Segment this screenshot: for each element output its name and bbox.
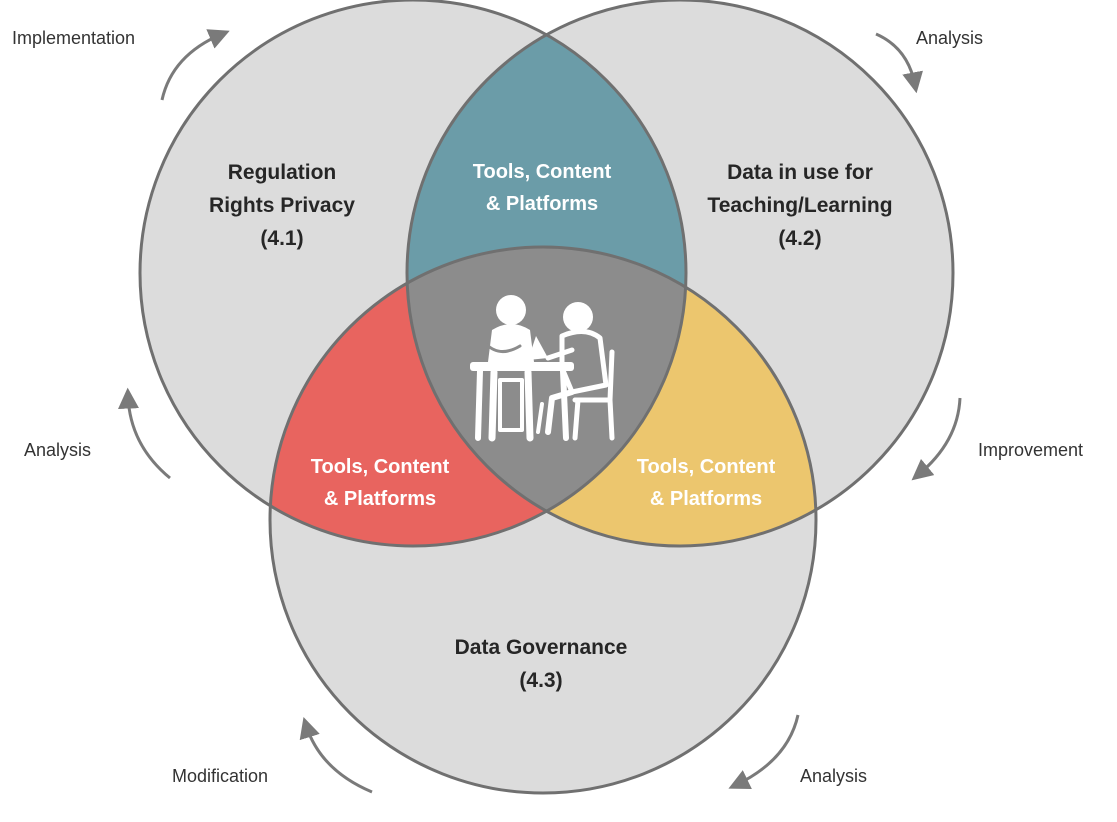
- overlap-left-label: Tools, Content & Platforms: [280, 451, 480, 515]
- arrow-bottom-right: [728, 714, 800, 789]
- arrow-bottom-left: [299, 716, 373, 794]
- circle-right-label: Data in use for Teaching/Learning (4.2): [690, 156, 910, 255]
- cycle-label-implementation: Implementation: [12, 28, 136, 48]
- cycle-label-analysis-bottom-right: Analysis: [800, 766, 868, 786]
- arrow-mid-right: [911, 397, 962, 481]
- circle-right-outline: [405, 0, 955, 548]
- circle-left-line-3: (4.1): [260, 227, 304, 250]
- overlap-top-line-2: & Platforms: [485, 193, 599, 215]
- overlap-right-line-1: Tools, Content: [636, 456, 776, 478]
- overlap-right-label: Tools, Content & Platforms: [606, 451, 806, 515]
- circle-right-line-3: (4.2): [778, 227, 822, 250]
- cycle-label-modification: Modification: [172, 766, 269, 786]
- overlap-top-label: Tools, Content & Platforms: [442, 156, 642, 220]
- cycle-label-improvement: Improvement: [978, 440, 1084, 460]
- overlap-left-line-1: Tools, Content: [310, 456, 450, 478]
- circle-right-line-1: Data in use for: [727, 161, 873, 184]
- circle-left-outline: [138, 0, 688, 548]
- circle-bottom-label: Data Governance (4.3): [431, 631, 651, 697]
- arrow-top-left: [160, 29, 230, 101]
- cycle-label-analysis-mid-left: Analysis: [24, 440, 92, 460]
- circle-bottom-line-2: (4.3): [519, 669, 563, 692]
- cycle-label-analysis-top-right: Analysis: [916, 28, 984, 48]
- overlap-top-line-1: Tools, Content: [472, 161, 612, 183]
- circle-left-line-1: Regulation: [227, 161, 337, 184]
- overlap-right-line-2: & Platforms: [649, 488, 763, 510]
- arrow-top-right: [875, 32, 923, 94]
- circle-left-line-2: Rights Privacy: [209, 194, 355, 217]
- circle-left-label: Regulation Rights Privacy (4.1): [182, 156, 382, 255]
- arrow-mid-left: [118, 387, 171, 480]
- circle-bottom-outline: [268, 245, 818, 795]
- cycle-arrows: [118, 29, 962, 794]
- circle-right-line-2: Teaching/Learning: [707, 194, 893, 217]
- overlap-left-line-2: & Platforms: [323, 488, 437, 510]
- people-studying-at-table-icon: [470, 295, 615, 442]
- circle-bottom-line-1: Data Governance: [454, 636, 628, 659]
